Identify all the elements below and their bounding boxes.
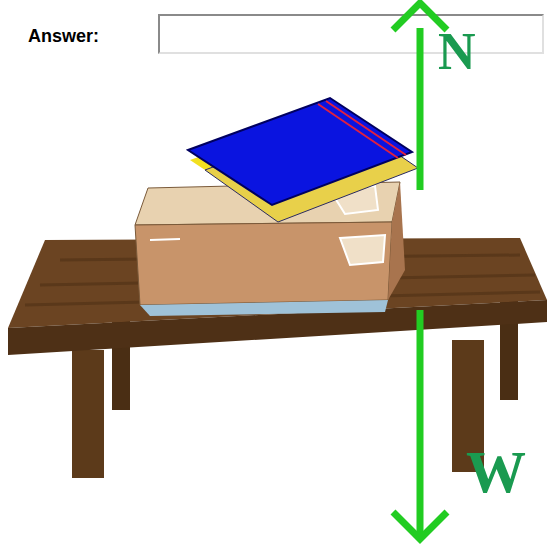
book-cover — [188, 98, 412, 205]
box-shadow — [140, 300, 388, 316]
weight-arrow — [417, 310, 424, 537]
table-edge — [8, 300, 547, 355]
box-side — [388, 182, 405, 300]
arrow-head — [393, 512, 447, 539]
normal-force-arrow — [417, 28, 424, 190]
book-stripe — [318, 101, 406, 158]
force-label: N — [438, 26, 476, 78]
field-label: Answer: — [28, 27, 99, 45]
answer-input-box — [158, 14, 544, 54]
table-leg — [72, 350, 104, 478]
force-label: W — [466, 442, 526, 502]
